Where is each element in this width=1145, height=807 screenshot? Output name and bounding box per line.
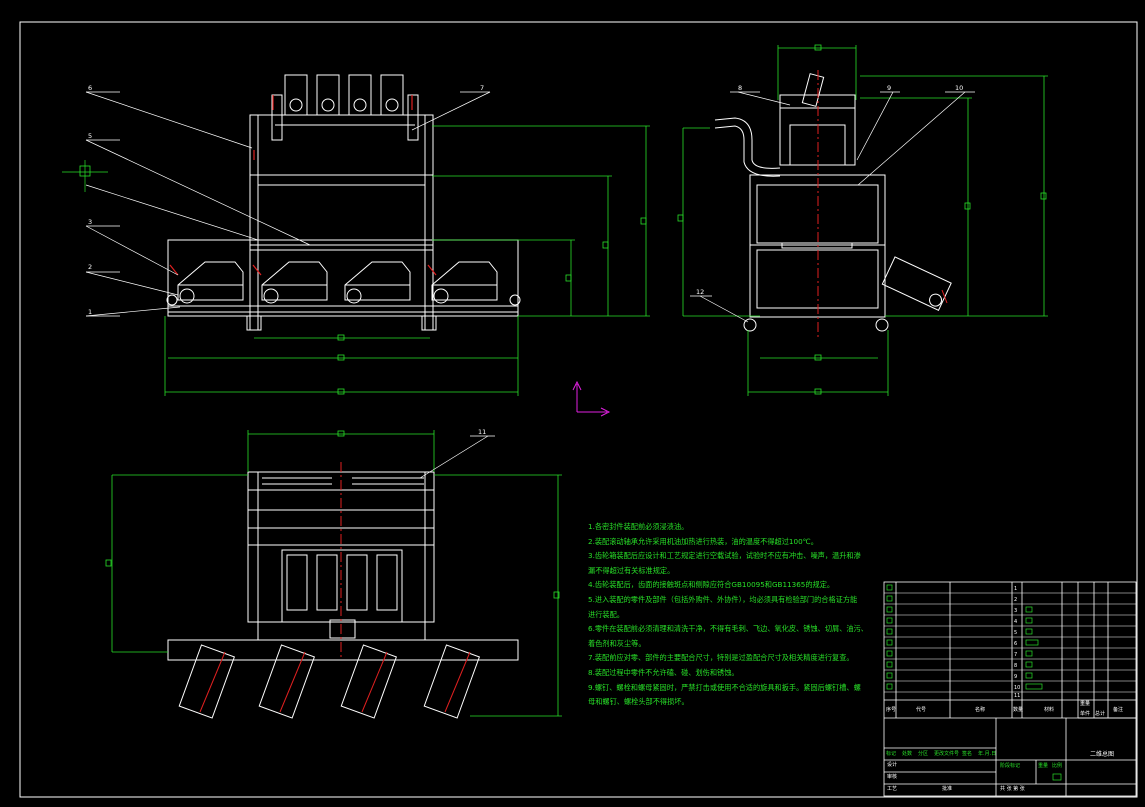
drawing-title: 二维总图 [1090, 751, 1115, 758]
note-line: 2.装配滚动轴承允许采用机油加热进行热装，油的温度不得超过100℃。 [588, 536, 818, 546]
tb-sign-file: 更改文件号 [934, 751, 960, 757]
tb-role-process: 工艺 [887, 786, 898, 792]
balloon-5: 5 [88, 132, 93, 140]
balloon-2: 2 [88, 263, 93, 271]
tb-header-qty: 数量 [1013, 707, 1024, 713]
top-dimensions [105, 430, 562, 717]
front-red-marks [169, 95, 437, 276]
bom-row-4: 4 [1014, 619, 1018, 625]
note-line: 着色剂和灰尘等。 [588, 638, 646, 648]
tb-sign-date: 年.月.日 [978, 751, 997, 757]
balloon-3: 3 [88, 218, 93, 226]
bom-row-1: 1 [1014, 586, 1018, 592]
title-block-rows [884, 592, 1136, 693]
tb-header-seq: 序号 [886, 707, 897, 713]
note-line: 9.螺钉、螺栓和螺母紧固时，严禁打击或使用不合适的旋具和扳手。紧固后螺钉槽、螺 [588, 682, 861, 692]
bom-row-8: 8 [1014, 663, 1018, 669]
tb-header-weight: 重量 [1080, 701, 1091, 707]
balloon-1: 1 [88, 308, 93, 316]
tb-header-name: 名称 [975, 707, 986, 713]
tb-stage-mark: 阶段标记 [1000, 763, 1021, 769]
top-view [167, 471, 519, 719]
balloon-11: 11 [478, 428, 487, 436]
title-block-grid [883, 581, 1137, 797]
tb-stage-scale: 比例 [1052, 763, 1063, 769]
note-line: 8.装配过程中零件不允许磕、碰、划伤和锈蚀。 [588, 667, 739, 677]
tb-header-material: 材料 [1044, 707, 1055, 713]
side-red-marks [817, 70, 948, 340]
title-block-green-marks [886, 584, 1062, 781]
bom-row-2: 2 [1014, 597, 1018, 603]
note-line: 进行装配。 [588, 609, 624, 619]
bom-row-11: 11 [1014, 693, 1021, 699]
top-leaders [419, 435, 495, 479]
note-line: 4.齿轮装配后，齿面的接触斑点和侧隙应符合GB10095和GB11365的规定。 [588, 580, 835, 590]
tb-sign-count: 处数 [902, 751, 913, 757]
note-line: 3.齿轮箱装配后应设计和工艺规定进行空载试验，试验时不应有冲击、噪声，温升和渗 [588, 551, 861, 561]
bom-row-10: 10 [1014, 685, 1021, 691]
tb-stage-weight: 重量 [1038, 763, 1049, 769]
side-view [714, 73, 952, 332]
balloon-7: 7 [480, 84, 485, 92]
balloon-6: 6 [88, 84, 93, 92]
balloon-8: 8 [738, 84, 743, 92]
bom-row-5: 5 [1014, 630, 1018, 636]
balloon-9: 9 [887, 84, 892, 92]
side-dimensions [677, 44, 1048, 396]
tb-sign-zone: 分区 [918, 751, 929, 757]
bom-row-7: 7 [1014, 652, 1018, 658]
tb-header-total: 总计 [1095, 711, 1106, 717]
tb-header-remark: 备注 [1113, 707, 1124, 713]
tb-sign-mark: 标记 [886, 751, 897, 757]
balloon-12: 12 [696, 288, 705, 296]
tb-sheet-count: 共 张 第 张 [1000, 786, 1025, 792]
tb-role-design: 设计 [887, 762, 898, 768]
balloon-10: 10 [955, 84, 964, 92]
bom-row-3: 3 [1014, 608, 1018, 614]
front-view [166, 74, 521, 331]
front-dimensions [164, 125, 650, 396]
front-leaders [62, 91, 491, 317]
tb-header-unit: 单件 [1080, 711, 1091, 717]
top-red-marks [199, 462, 471, 713]
side-leaders [690, 91, 975, 323]
note-line: 6.零件在装配前必须清理和清洗干净，不得有毛刺、飞边、氧化皮、锈蚀、切屑、油污、 [588, 624, 863, 634]
note-line: 7.装配前应对零、部件的主要配合尺寸，特别是过盈配合尺寸及相关精度进行复查。 [588, 653, 854, 663]
tb-role-review: 审核 [887, 774, 898, 780]
front-units [177, 261, 498, 304]
technical-notes: 1.各密封件装配前必须浸渍油。 2.装配滚动轴承允许采用机油加热进行热装，油的温… [588, 520, 863, 710]
tb-role-approve: 批准 [942, 786, 953, 792]
ucs-icon [572, 380, 611, 417]
drawing-border [19, 21, 1138, 798]
note-line: 5.进入装配的零件及部件（包括外购件、外协件），均必须具有检验部门的合格证方能 [588, 594, 858, 604]
bom-row-6: 6 [1014, 641, 1018, 647]
bom-row-9: 9 [1014, 674, 1018, 680]
note-line: 母和螺钉、螺栓头部不得损坏。 [588, 697, 689, 707]
tb-header-code: 代号 [916, 707, 927, 713]
note-line: 1.各密封件装配前必须浸渍油。 [588, 522, 689, 531]
tb-sign-name: 签名 [962, 751, 973, 757]
note-line: 漏不得超过有关标准规定。 [588, 565, 675, 575]
